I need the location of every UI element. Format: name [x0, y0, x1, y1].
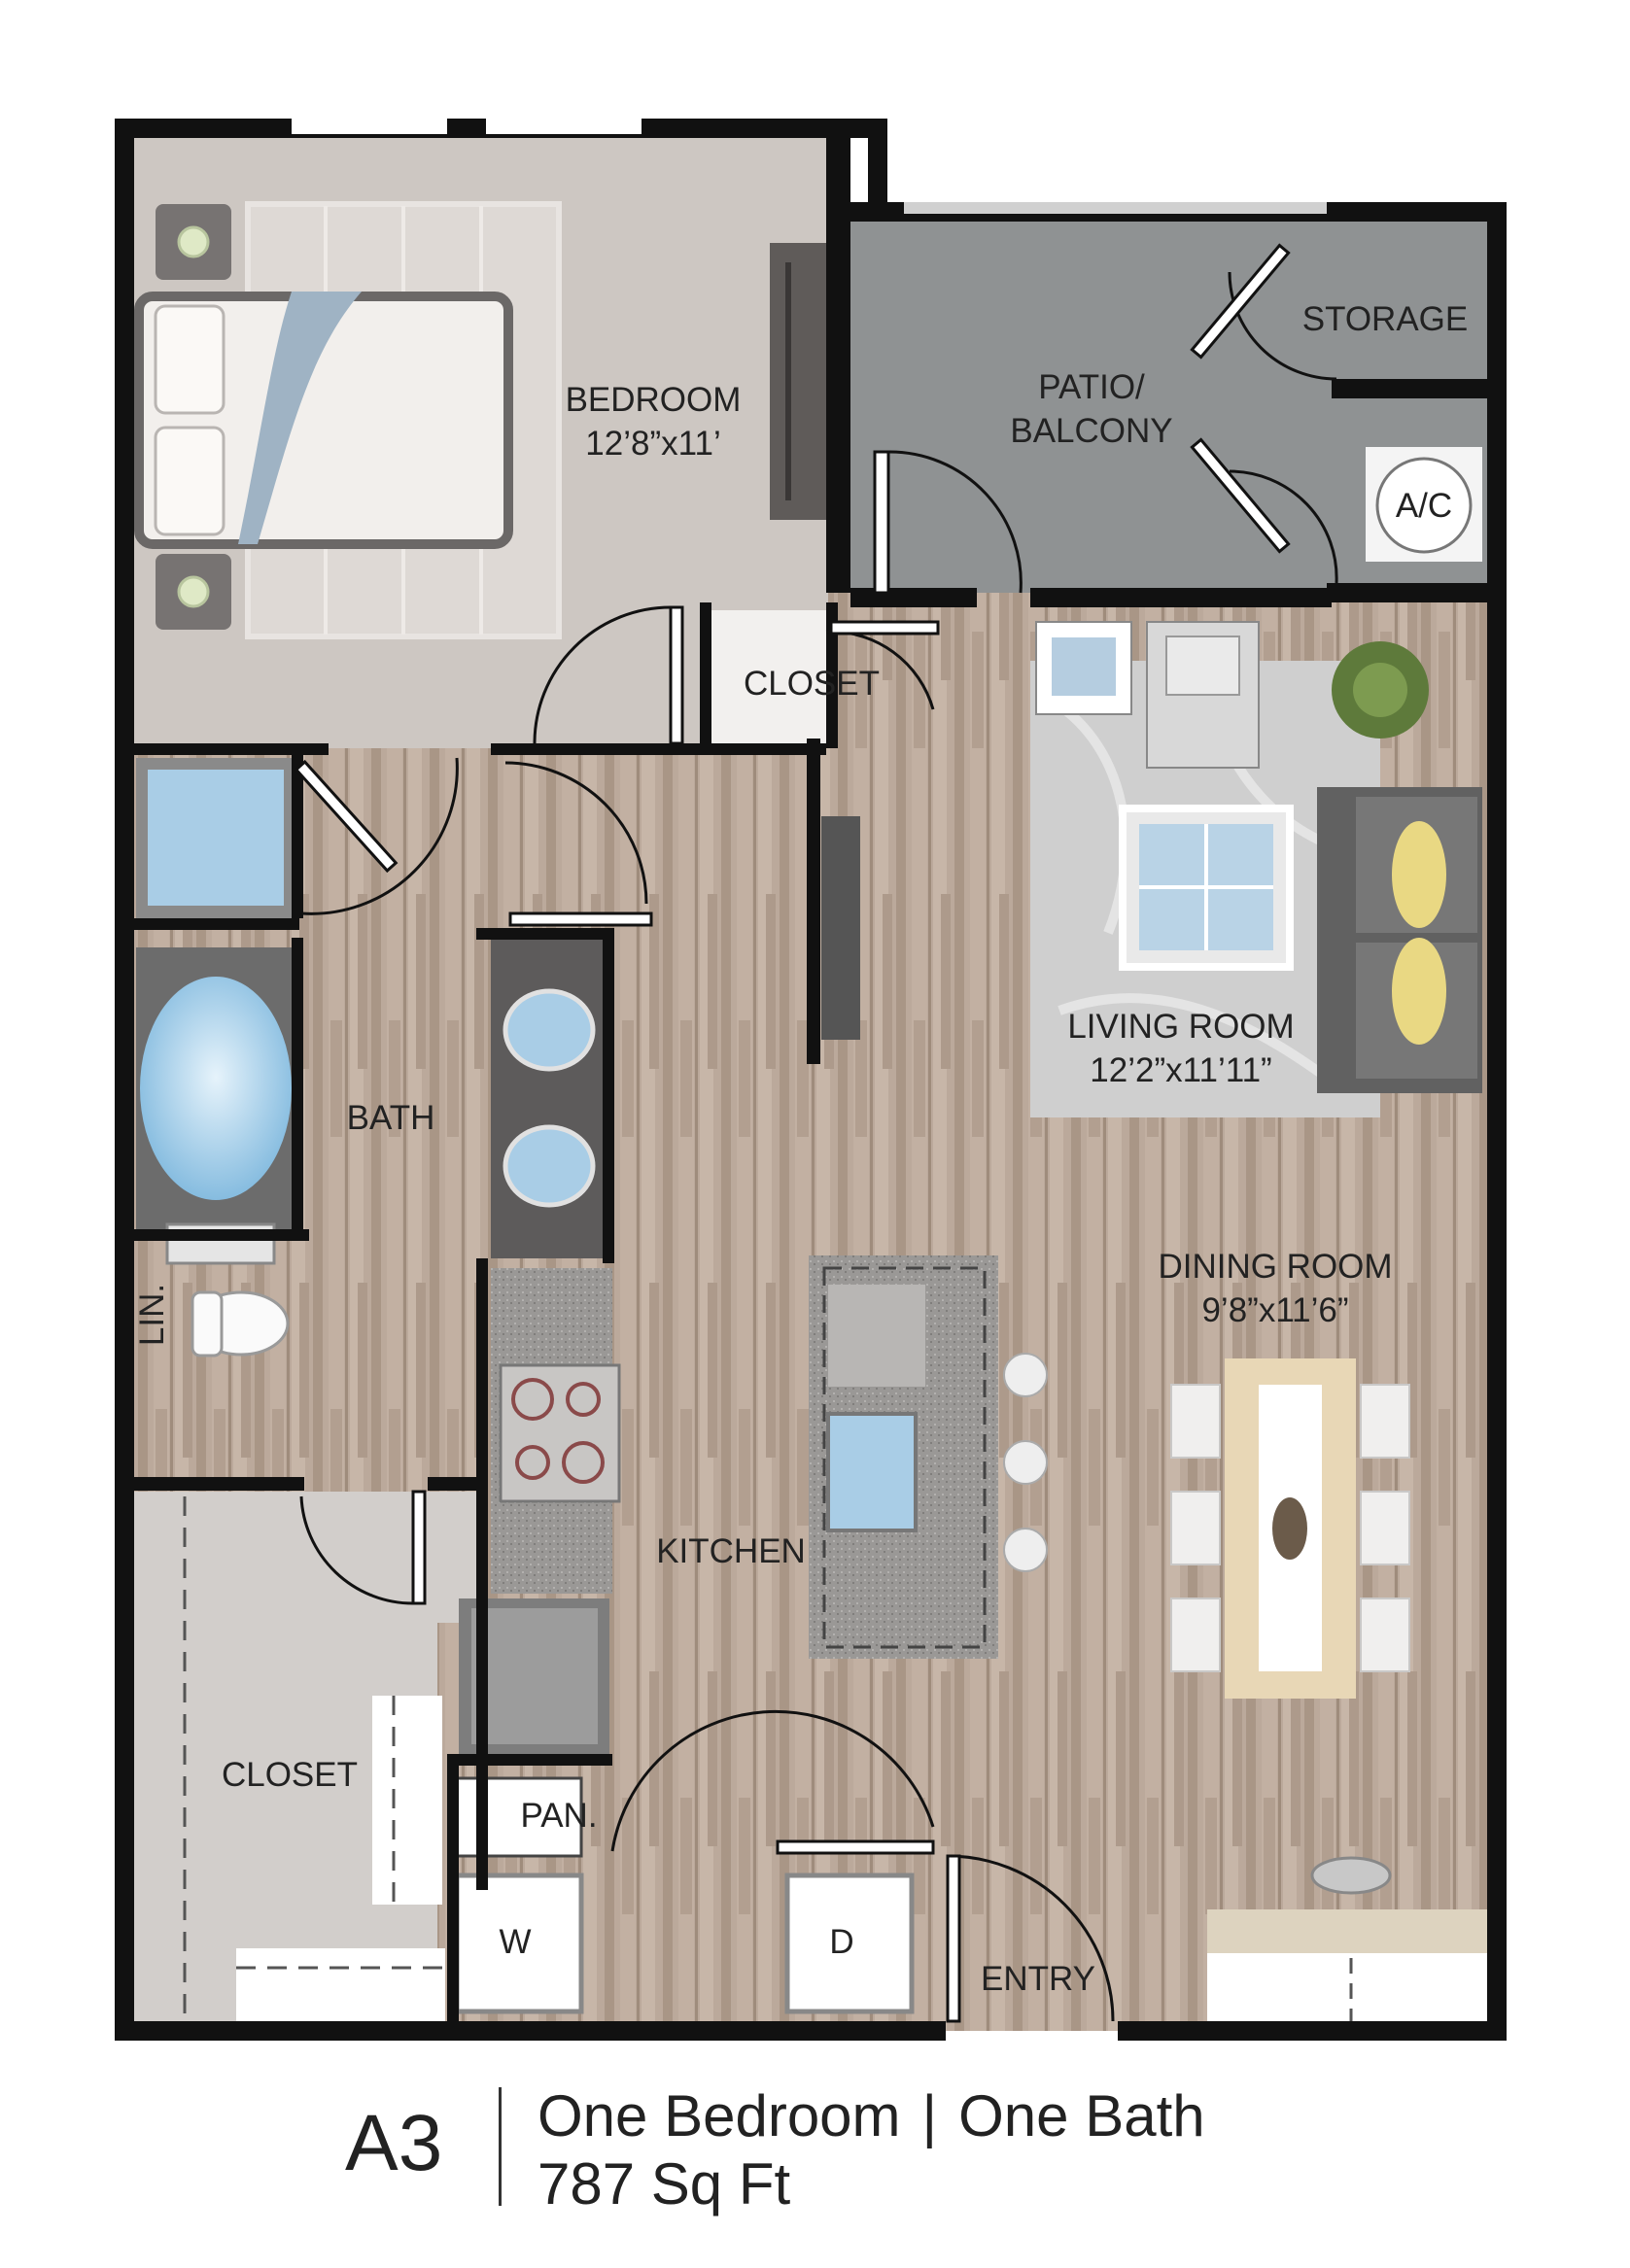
closet-upper-label: CLOSET [744, 665, 880, 703]
dining-label: DINING ROOM [1158, 1248, 1392, 1286]
storage-label: STORAGE [1302, 300, 1469, 338]
kitchen-label: KITCHEN [656, 1532, 806, 1570]
living-size: 12’2”x11’11” [1090, 1051, 1271, 1089]
floor-plan: BEDROOM 12’8”x11’ PATIO/ BALCONY STORAGE… [115, 117, 1507, 2041]
entry-label: ENTRY [981, 1960, 1095, 1998]
washer-label: W [499, 1923, 531, 1961]
laundry-closet [183, 1496, 1489, 2026]
bath-count: One Bath [958, 2083, 1205, 2148]
living-label: LIVING ROOM [1067, 1008, 1294, 1046]
bedroom-label: BEDROOM [566, 381, 742, 419]
bedroom-furniture [134, 201, 828, 639]
kitchen-fixtures [459, 1255, 1048, 1754]
ac-label: A/C [1396, 487, 1452, 525]
walls [115, 117, 1507, 2041]
plan-code: A3 [345, 2099, 443, 2187]
bedroom-size: 12’8”x11’ [585, 425, 720, 463]
bath-fixtures [136, 758, 607, 1357]
patio-extras [1366, 447, 1482, 562]
living-furniture [1030, 621, 1482, 1117]
door-leaves [294, 243, 1291, 2023]
patio-label: PATIO/ [1038, 368, 1145, 406]
unit-type: One Bedroom|One Bath [538, 2087, 1205, 2146]
dryer-label: D [829, 1923, 853, 1961]
bath-label: BATH [347, 1099, 435, 1137]
balcony-label: BALCONY [1010, 412, 1172, 450]
linen-label: LIN. [133, 1284, 171, 1346]
pantry-label: PAN. [520, 1797, 597, 1835]
caption-divider [499, 2087, 502, 2206]
type-separator: | [921, 2083, 938, 2148]
dining-set [1170, 1358, 1410, 1699]
closet-lower-label: CLOSET [222, 1756, 358, 1794]
square-footage: 787 Sq Ft [538, 2151, 791, 2216]
dining-size: 9’8”x11’6” [1201, 1291, 1348, 1329]
bedroom-count: One Bedroom [538, 2083, 901, 2148]
room-labels: BEDROOM 12’8”x11’ PATIO/ BALCONY STORAGE… [133, 300, 1468, 1998]
